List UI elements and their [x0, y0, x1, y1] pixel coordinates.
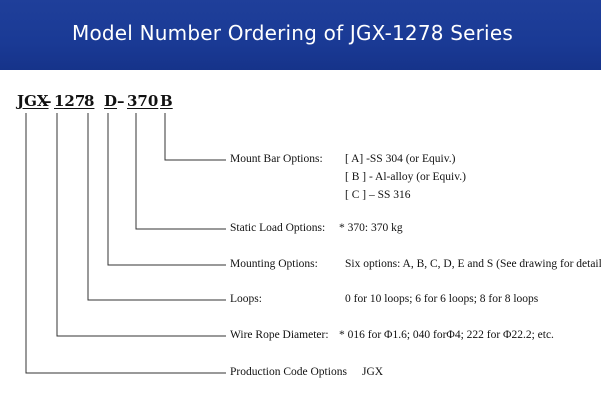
production-code-value: JGX [362, 366, 384, 378]
code-segment-b: B [160, 92, 173, 110]
mount-bar-option-b: [ B ] - Al-alloy (or Equiv.) [345, 171, 466, 183]
connector-mount-bar [164, 113, 226, 161]
connector-production-code [25, 113, 226, 374]
connector-mounting [107, 113, 226, 266]
code-segment-jgx: JGX [17, 92, 49, 110]
header-banner: Model Number Ordering of JGX-1278 Series [0, 0, 601, 70]
code-dash-2: – [117, 92, 125, 110]
loops-label: Loops: [230, 293, 262, 305]
code-segment-d: D [104, 92, 118, 110]
code-segment-8: 8 [84, 92, 95, 110]
loops-value: 0 for 10 loops; 6 for 6 loops; 8 for 8 l… [345, 293, 539, 305]
mount-bar-option-a: [ A] -SS 304 (or Equiv.) [345, 153, 456, 165]
code-segment-127: 127 [54, 92, 86, 110]
mounting-value: Six options: A, B, C, D, E and S (See dr… [345, 258, 601, 270]
page-title: Model Number Ordering of JGX-1278 Series [72, 21, 513, 45]
code-segment-370: 370 [127, 92, 159, 110]
connector-wire-rope [56, 113, 226, 337]
production-code-label: Production Code Options [230, 366, 347, 378]
mount-bar-option-c: [ C ] – SS 316 [345, 189, 411, 201]
code-dash-1: – [44, 92, 52, 110]
connector-loops [87, 113, 226, 301]
connector-static-load [135, 113, 226, 230]
static-load-value: * 370: 370 kg [339, 222, 403, 234]
static-load-label: Static Load Options: [230, 222, 326, 234]
wire-rope-label: Wire Rope Diameter: [230, 329, 329, 341]
mounting-label: Mounting Options: [230, 258, 318, 270]
wire-rope-value: * 016 for Φ1.6; 040 forΦ4; 222 for Φ22.2… [339, 329, 554, 341]
mount-bar-label: Mount Bar Options: [230, 153, 323, 165]
